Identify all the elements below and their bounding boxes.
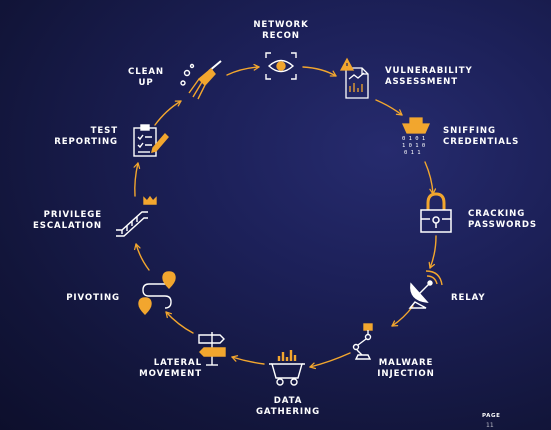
robot-arm-icon (352, 323, 373, 360)
step-label-privilege-escalation: PRIVILEGE ESCALATION (32, 210, 102, 231)
route-pins-icon (138, 271, 176, 315)
document-warning-icon (339, 57, 369, 99)
step-label-data-gathering: DATA GATHERING (255, 396, 321, 417)
step-label-malware-injection: MALWARE INJECTION (377, 358, 435, 379)
arrow-malware-to-data (309, 352, 351, 370)
broom-icon (180, 60, 222, 100)
arrow-sniffing-to-cracking (424, 161, 437, 195)
arrow-data-to-lateral (231, 355, 265, 365)
step-label-vulnerability-assessment: VULNERABILITY ASSESSMENT (385, 66, 473, 87)
svg-text:0 1 0 1: 0 1 0 1 (402, 136, 425, 142)
page-label: PAGE (482, 413, 501, 419)
sniffer-icon: 0 1 0 1 1 0 1 0 0 1 1 (401, 117, 431, 156)
step-label-pivoting: PIVOTING (66, 293, 120, 303)
step-label-lateral-movement: LATERAL MOVEMENT (139, 358, 202, 379)
step-label-cracking-passwords: CRACKING PASSWORDS (468, 209, 537, 230)
arrow-relay-to-malware (391, 305, 414, 327)
arrow-recon-to-vulnerability (302, 66, 337, 77)
arrow-privilege-to-test (133, 162, 141, 197)
satellite-dish-icon (408, 270, 443, 309)
cycle-arrows (133, 63, 437, 370)
svg-text:0 1 1: 0 1 1 (404, 150, 421, 156)
page-number: 11 (486, 422, 494, 429)
step-label-sniffing-credentials: SNIFFING CREDENTIALS (443, 126, 520, 147)
mine-cart-icon (269, 350, 305, 386)
arrow-cracking-to-relay (428, 235, 437, 269)
arrow-cleanup-to-recon (226, 63, 260, 76)
step-label-relay: RELAY (451, 293, 486, 303)
arrow-vulnerability-to-sniffing (375, 99, 403, 116)
step-label-clean-up: CLEAN UP (128, 67, 164, 88)
signpost-icon (198, 332, 226, 366)
clipboard-pen-icon (133, 124, 169, 157)
padlock-icon (420, 192, 452, 233)
step-label-test-reporting: TEST REPORTING (54, 126, 118, 147)
svg-text:1 0 1 0: 1 0 1 0 (402, 143, 425, 149)
arrow-pivoting-to-privilege (134, 243, 150, 271)
escalator-crown-icon (116, 195, 157, 237)
step-label-network-recon: NETWORK RECON (253, 20, 309, 41)
arrow-lateral-to-pivoting (165, 311, 194, 334)
eye-scan-icon (265, 52, 297, 80)
arrow-test-to-cleanup (154, 100, 182, 126)
